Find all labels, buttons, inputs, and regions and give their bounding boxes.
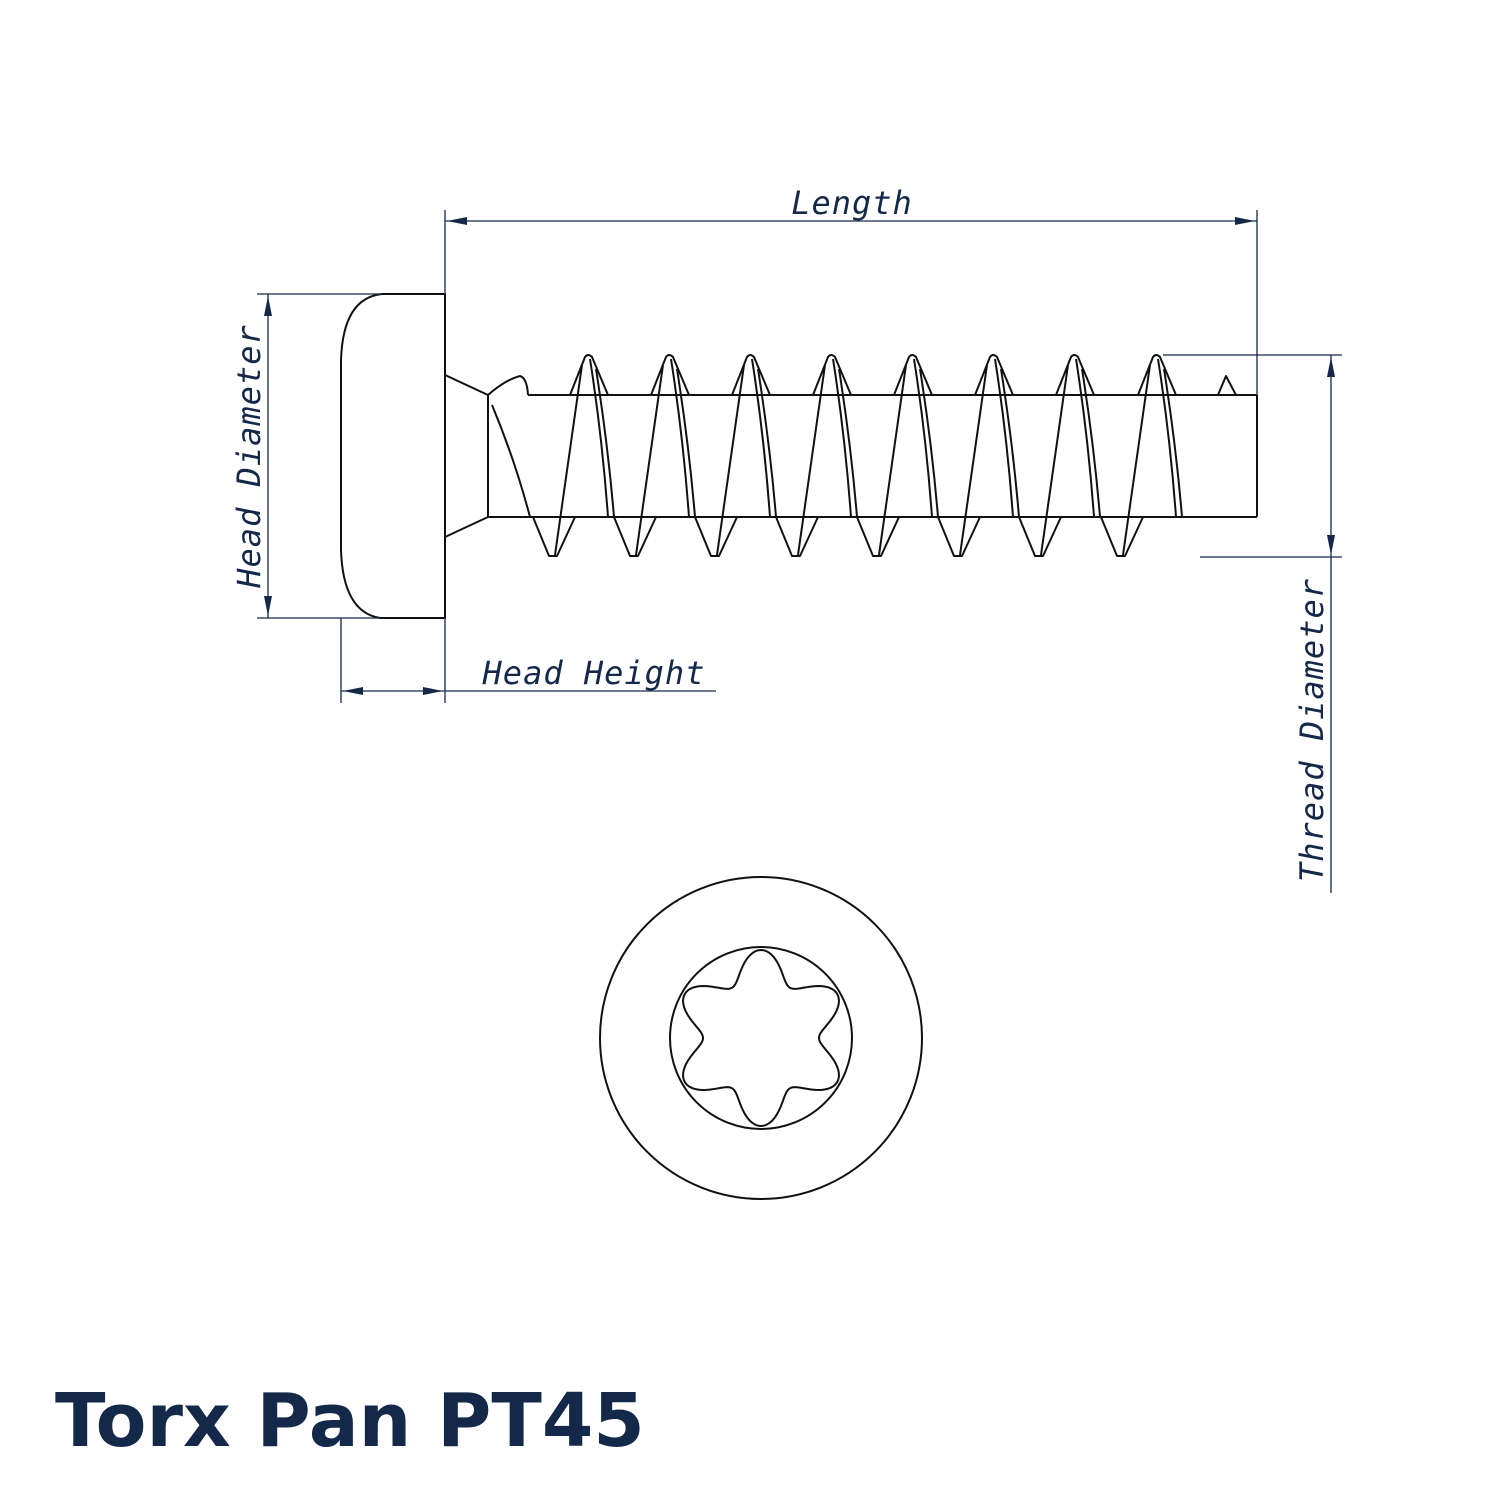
- length-arrow-left: [447, 217, 467, 225]
- screw-threads: [532, 354, 1183, 557]
- head-outer-circle: [599, 876, 923, 1200]
- thread-flight: [937, 354, 1020, 557]
- length-dimension: Length: [444, 184, 1258, 395]
- thread-flight: [856, 354, 939, 557]
- head-height-arrow-right: [423, 687, 443, 695]
- screw-head-outline: [340, 293, 446, 619]
- head-diameter-arrow-top: [264, 296, 272, 316]
- recess-circle: [669, 946, 853, 1130]
- thread-flight: [775, 354, 858, 557]
- head-diameter-dimension: Head Diameter: [230, 293, 382, 619]
- thread-flight: [613, 354, 696, 557]
- length-arrow-right: [1235, 217, 1255, 225]
- torx-recess-icon: [682, 949, 840, 1127]
- screw-neck: [444, 374, 531, 538]
- head-diameter-arrow-bottom: [264, 596, 272, 616]
- thread-flight: [694, 354, 777, 557]
- length-label: Length: [791, 184, 913, 222]
- screw-side-view: [340, 293, 1258, 619]
- screw-tip-mark: [1217, 375, 1237, 396]
- head-height-arrow-left: [343, 687, 363, 695]
- thread-diameter-dimension: Thread Diameter: [1163, 354, 1342, 893]
- thread-flight: [1018, 354, 1101, 557]
- page-title: Torx Pan PT45: [55, 1378, 645, 1464]
- thread-diameter-arrow-bottom: [1327, 535, 1335, 555]
- thread-flight: [1100, 354, 1183, 557]
- torx-head-top-view: [599, 876, 923, 1200]
- thread-diameter-label: Thread Diameter: [1293, 578, 1331, 882]
- head-height-label: Head Height: [482, 654, 706, 692]
- thread-flight: [532, 354, 615, 557]
- head-height-dimension: Head Height: [340, 618, 716, 703]
- thread-diameter-arrow-top: [1327, 357, 1335, 377]
- head-diameter-label: Head Diameter: [230, 324, 268, 588]
